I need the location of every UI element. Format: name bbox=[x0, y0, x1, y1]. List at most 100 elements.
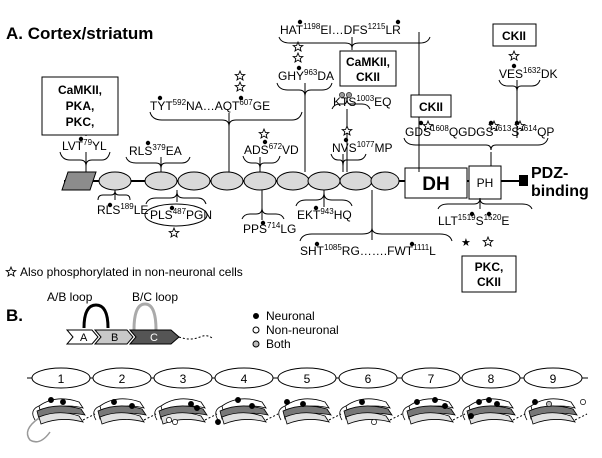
pdz-binding-block bbox=[519, 175, 528, 186]
ph-domain bbox=[468, 165, 502, 200]
ribbon-motif bbox=[93, 398, 157, 425]
site-llt1519-s1520: LLT1519S1520E bbox=[438, 213, 509, 228]
pdz-label-line1: PDZ- bbox=[531, 165, 568, 182]
legend-non-neuronal: Non-neuronal bbox=[266, 323, 339, 337]
bc-loop-arc bbox=[132, 302, 158, 331]
ribbon-strand bbox=[99, 412, 145, 425]
kinase-box-camkii-ckii bbox=[339, 50, 397, 87]
ribbon-loop bbox=[93, 405, 101, 421]
kinase-box-ckii-top bbox=[492, 23, 537, 47]
repeat-number: 8 bbox=[488, 372, 495, 386]
repeat-number: 5 bbox=[304, 372, 311, 386]
kinase-pkc: PKC, bbox=[66, 115, 95, 129]
site-tyt592-aqt607: TYT592NA…AQT607GE bbox=[150, 98, 270, 113]
neuronal-site-dot bbox=[300, 401, 306, 407]
kinase-ckii-3: CKII bbox=[477, 275, 501, 289]
star-icon bbox=[168, 227, 180, 238]
neuronal-site-dot bbox=[194, 405, 200, 411]
kinase-pka: PKA, bbox=[66, 99, 95, 113]
ribbon-strand bbox=[345, 412, 391, 425]
repeat-ellipse bbox=[144, 171, 178, 191]
legend-both-dot bbox=[252, 340, 260, 348]
star-icon bbox=[234, 70, 246, 81]
site-gds1608-s1613-s1614: GDS1608QGDGS1613S1614QP bbox=[405, 124, 554, 139]
repeat-1 bbox=[31, 367, 91, 389]
repeat-ellipse bbox=[370, 171, 400, 191]
repeat-4 bbox=[214, 367, 274, 389]
repeat-ellipse bbox=[210, 171, 244, 191]
repeat-7 bbox=[401, 367, 461, 389]
section-b-title: B. bbox=[6, 306, 23, 325]
repeat-9 bbox=[523, 367, 583, 389]
ribbon-loop bbox=[339, 405, 347, 421]
repeat-ellipse bbox=[243, 171, 277, 191]
strand-b bbox=[93, 329, 134, 345]
kinase-ckii-top: CKII bbox=[502, 29, 526, 43]
star-icon bbox=[234, 81, 246, 92]
section-a-title: A. Cortex/striatum bbox=[6, 24, 153, 43]
repeat-2 bbox=[92, 367, 152, 389]
repeat-ellipse bbox=[307, 171, 341, 191]
kinase-ckii-mid: CKII bbox=[419, 100, 443, 114]
star-note: Also phosphorylated in non-neuronal cell… bbox=[20, 265, 243, 279]
both-dots-kts bbox=[339, 92, 352, 98]
strand-c-label: C bbox=[150, 332, 158, 344]
dh-domain bbox=[404, 167, 468, 199]
repeat-ellipse bbox=[177, 171, 211, 191]
site-sht1085-fwt1111: SHT1085RG…….FWT1111L bbox=[300, 243, 436, 258]
neuronal-site-dot bbox=[60, 399, 66, 405]
site-ads672: ADS672VD bbox=[244, 142, 299, 157]
n-terminal-domain bbox=[61, 171, 97, 191]
ribbon-strand bbox=[468, 412, 514, 425]
site-kts1003: KTS1003EQ bbox=[333, 94, 391, 109]
repeat-number: 2 bbox=[119, 372, 126, 386]
ribbon-motif bbox=[154, 398, 218, 425]
site-nvs1077: NVS1077MP bbox=[332, 140, 392, 155]
dotted-tail bbox=[178, 335, 213, 340]
site-ghy963: GHY963DA bbox=[278, 68, 334, 83]
pdz-label-line2: binding bbox=[531, 183, 589, 200]
star-icon bbox=[258, 128, 270, 139]
kinase-ckii-2: CKII bbox=[356, 70, 380, 84]
ab-loop-arc bbox=[82, 303, 110, 329]
repeat-number: 9 bbox=[550, 372, 557, 386]
repeat-3 bbox=[153, 367, 213, 389]
legend-neuronal-dot bbox=[253, 313, 259, 319]
ribbon-loop bbox=[278, 405, 286, 421]
ribbon-loop bbox=[32, 405, 40, 421]
ph-label: PH bbox=[477, 176, 494, 190]
ribbon-motif bbox=[215, 397, 279, 425]
site-ekt943: EKT943HQ bbox=[297, 207, 352, 222]
ribbon-motif bbox=[462, 397, 526, 425]
neuronal-site-dot bbox=[111, 399, 117, 405]
n-terminal-loop bbox=[26, 417, 51, 443]
kinase-pkc-3: PKC, bbox=[475, 260, 504, 274]
legend-non-neuronal-dot bbox=[252, 326, 260, 334]
neuronal-site-dot bbox=[188, 401, 194, 407]
neuronal-site-dot bbox=[129, 403, 135, 409]
strand-b-label: B bbox=[111, 332, 118, 344]
site-brackets bbox=[59, 36, 549, 242]
repeat-row bbox=[31, 367, 583, 389]
non-neuronal-site-dot bbox=[166, 417, 172, 423]
site-rls189: RLS189LE bbox=[97, 202, 148, 217]
ribbon-strand bbox=[408, 412, 454, 425]
repeat-ribbons bbox=[26, 397, 588, 443]
star-icon bbox=[482, 236, 494, 247]
kinase-camkii-2: CaMKII, bbox=[346, 55, 390, 69]
ribbon-strand bbox=[221, 412, 267, 425]
repeat-number: 6 bbox=[365, 372, 372, 386]
neuronal-site-dot bbox=[494, 401, 500, 407]
site-rls379: RLS379EA bbox=[129, 143, 182, 158]
star-icon-legend bbox=[5, 266, 17, 277]
neuronal-site-dot bbox=[468, 413, 474, 419]
neuronal-site-dot bbox=[249, 403, 255, 409]
ribbon-loop bbox=[154, 405, 162, 421]
kinase-box-camkii-pka-pkc bbox=[41, 76, 119, 136]
both-site-dot bbox=[546, 401, 552, 407]
site-pls487: PLS487PGN bbox=[150, 207, 212, 222]
repeat-number: 7 bbox=[428, 372, 435, 386]
neuronal-site-dot bbox=[442, 403, 448, 409]
ribbon-loop bbox=[462, 405, 470, 421]
neuronal-site-dot bbox=[432, 397, 438, 403]
